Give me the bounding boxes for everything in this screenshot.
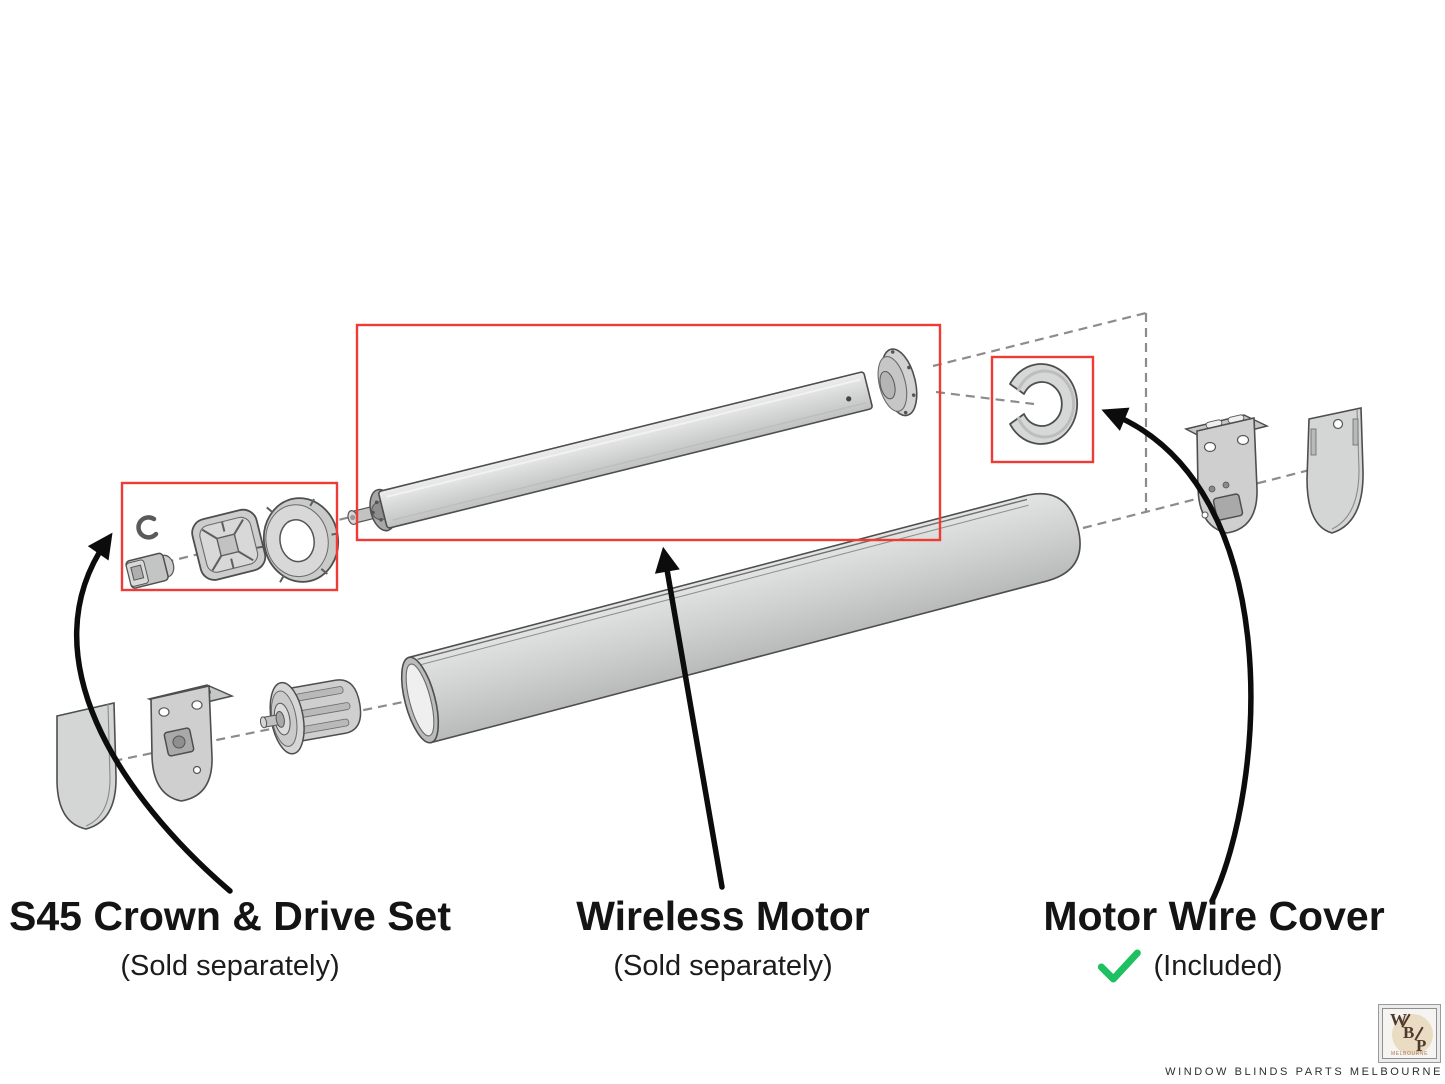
- e-clip: [136, 515, 159, 540]
- label-wireless-motor-title: Wireless Motor: [576, 893, 870, 939]
- motor-wire-cover-ring: [1009, 363, 1079, 445]
- left-bracket-cover: [56, 702, 117, 830]
- right-bracket-cover: [1306, 407, 1364, 534]
- axis-dashed-left-bracket: [83, 698, 414, 769]
- crown-ring: [256, 497, 340, 583]
- brand-logo-frame: W B P MELBOURNE: [1382, 1008, 1437, 1059]
- logo-badge-text: MELBOURNE: [1390, 1051, 1429, 1057]
- arrow-to-wireless-motor: [654, 546, 725, 890]
- motor-tube-body: [378, 371, 873, 529]
- bracket-square-hole: [1212, 493, 1244, 521]
- arrow-to-crown-set: [73, 532, 233, 894]
- logo-letter-p: P: [1416, 1036, 1427, 1055]
- brand-logo: W B P MELBOURNE: [1378, 1004, 1441, 1063]
- label-crown-set-title: S45 Crown & Drive Set: [8, 893, 452, 939]
- label-wire-cover-title: Motor Wire Cover: [1043, 893, 1385, 939]
- label-crown-set-subtitle: (Sold separately): [120, 950, 340, 982]
- annotation-wire-cover: Motor Wire Cover (Included): [1043, 893, 1385, 984]
- highlight-box-wireless-motor: [355, 323, 942, 542]
- label-wireless-motor-subtitle: (Sold separately): [613, 950, 833, 982]
- drive-block: [191, 508, 267, 581]
- brand-caption: WINDOW BLINDS PARTS MELBOURNE: [1165, 1066, 1443, 1078]
- roller-tube: [400, 492, 1081, 744]
- label-wire-cover-subtitle: (Included): [1153, 949, 1283, 982]
- check-icon: [1098, 949, 1142, 983]
- logo-letter-b: B: [1403, 1023, 1415, 1042]
- wireless-motor: [347, 348, 918, 532]
- arrow-to-wire-cover: [1101, 407, 1254, 904]
- highlight-box-crown-set: [120, 481, 339, 592]
- left-mounting-bracket: [146, 684, 235, 802]
- idler-plug: [259, 679, 362, 755]
- axis-dashed-tube-to-right-bracket: [1082, 462, 1334, 530]
- axis-dashed-motor-to-wire-cover: [935, 390, 1035, 406]
- annotation-crown-set: S45 Crown & Drive Set (Sold separately): [9, 893, 451, 983]
- annotation-wireless-motor: Wireless Motor (Sold separately): [576, 893, 870, 983]
- axis-dashed-motor-to-corner: [932, 311, 1147, 368]
- highlight-box-wire-cover: [990, 355, 1095, 464]
- drive-adapter: [125, 552, 175, 589]
- right-mounting-bracket: [1183, 414, 1270, 534]
- s45-crown-drive-set: [125, 497, 340, 589]
- logo-circle: [1392, 1014, 1433, 1055]
